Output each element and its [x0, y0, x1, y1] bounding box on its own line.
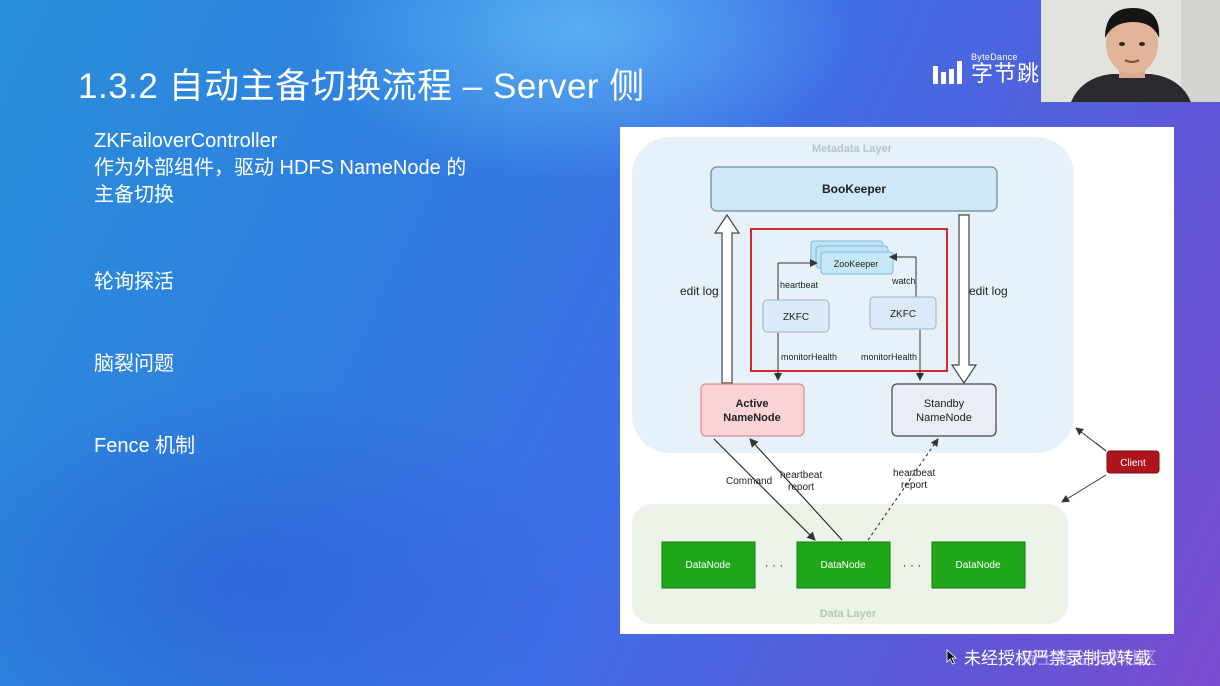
datanode-1-label: DataNode [685, 560, 730, 571]
monitor-health-left-label: monitorHealth [781, 352, 837, 362]
bullet-fence: Fence 机制 [94, 435, 196, 457]
zkfc-left-box [762, 299, 830, 333]
zk-highlight-box [750, 228, 948, 372]
bullet-split-brain: 脑裂问题 [94, 353, 174, 375]
client-box [1106, 450, 1160, 474]
edit-log-arrow-left [713, 213, 741, 384]
watermark-caption: 未经授权严禁录制或转载 稀土掘金技术社区 [946, 644, 1157, 669]
bullet-polling: 轮询探活 [94, 271, 174, 293]
heartbeat-report-right-line1: heartbeat [893, 468, 935, 479]
mouse-cursor-icon [946, 648, 958, 665]
command-arrow [713, 438, 816, 541]
standby-namenode-box [891, 383, 997, 437]
active-namenode-line1: Active [735, 398, 768, 410]
logo-small-text: ByteDance [971, 52, 1018, 62]
zkfc-right-box [869, 296, 937, 330]
zookeeper-label: ZooKeeper [834, 259, 879, 269]
active-namenode-box [700, 383, 805, 437]
bullet-zkfc: ZKFailoverController 作为外部组件，驱动 HDFS Name… [94, 128, 466, 209]
heartbeat-report-mid-arrow [749, 438, 843, 541]
bullet-zkfc-line2: 作为外部组件，驱动 HDFS NameNode 的 [94, 157, 467, 179]
copyright-notice: 未经授权严禁录制或转载 [964, 649, 1151, 668]
edit-log-right-label: edit log [969, 284, 1008, 298]
datanode-dots-1: · · · [765, 558, 784, 572]
heartbeat-report-right-arrow [867, 438, 939, 541]
watch-label: watch [891, 276, 916, 286]
slide-title: 1.3.2 自动主备切换流程 – Server 侧 [78, 67, 645, 106]
standby-namenode-line2: NameNode [916, 412, 972, 424]
heartbeat-label: heartbeat [780, 280, 819, 290]
heartbeat-report-mid-line1: heartbeat [780, 470, 822, 481]
bullet-zkfc-line3: 主备切换 [94, 184, 174, 206]
edit-log-left-label: edit log [680, 284, 719, 298]
zookeeper-box [820, 251, 894, 275]
client-to-data-arrow [1061, 474, 1107, 503]
datanode-1-box [661, 541, 756, 589]
monitor-health-right-label: monitorHealth [861, 352, 917, 362]
datanode-2-box [796, 541, 891, 589]
zkfc-left-label: ZKFC [783, 312, 809, 323]
datanode-3-label: DataNode [955, 560, 1000, 571]
active-namenode-line2: NameNode [723, 412, 780, 424]
standby-namenode-line1: Standby [924, 398, 965, 410]
bullet-zkfc-line1: ZKFailoverController [94, 130, 278, 152]
datanode-3-box [931, 541, 1026, 589]
zkfc-right-label: ZKFC [890, 309, 916, 320]
bytedance-logo-icon [933, 61, 962, 84]
heartbeat-report-mid-line2: report [788, 482, 814, 493]
datanode-dots-2: · · · [903, 558, 922, 572]
metadata-layer-label: Metadata Layer [812, 143, 893, 155]
community-watermark: 稀土掘金技术社区 [1021, 649, 1157, 668]
bookkeeper-label: BooKeeper [822, 182, 886, 196]
edit-log-arrow-right [950, 214, 978, 385]
data-layer-label: Data Layer [820, 608, 877, 620]
client-label: Client [1120, 458, 1146, 469]
datanode-2-label: DataNode [820, 560, 865, 571]
ha-architecture-diagram: Metadata Layer Data Layer BooKeeper edit… [620, 127, 1174, 634]
presenter-webcam [1041, 0, 1220, 102]
bookkeeper-box [710, 166, 998, 212]
heartbeat-report-right-line2: report [901, 480, 927, 491]
presenter-video-icon [1041, 0, 1220, 102]
command-label: Command [726, 476, 772, 487]
